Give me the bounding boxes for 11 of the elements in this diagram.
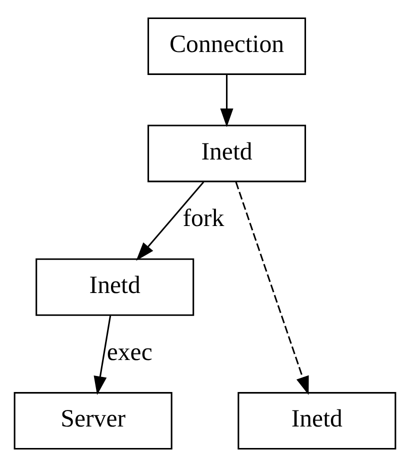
node-box: Connection [147,16,306,74]
arrow [220,74,234,127]
node-box: Inetd [147,124,306,182]
edge-label: fork [182,204,224,232]
node-box: Server [14,392,172,450]
edge-label: exec [106,338,152,366]
arrow [94,315,112,394]
arrow [235,181,309,394]
node-box: Inetd [36,258,194,316]
arrow [136,181,204,260]
node-box: Inetd [238,392,396,450]
